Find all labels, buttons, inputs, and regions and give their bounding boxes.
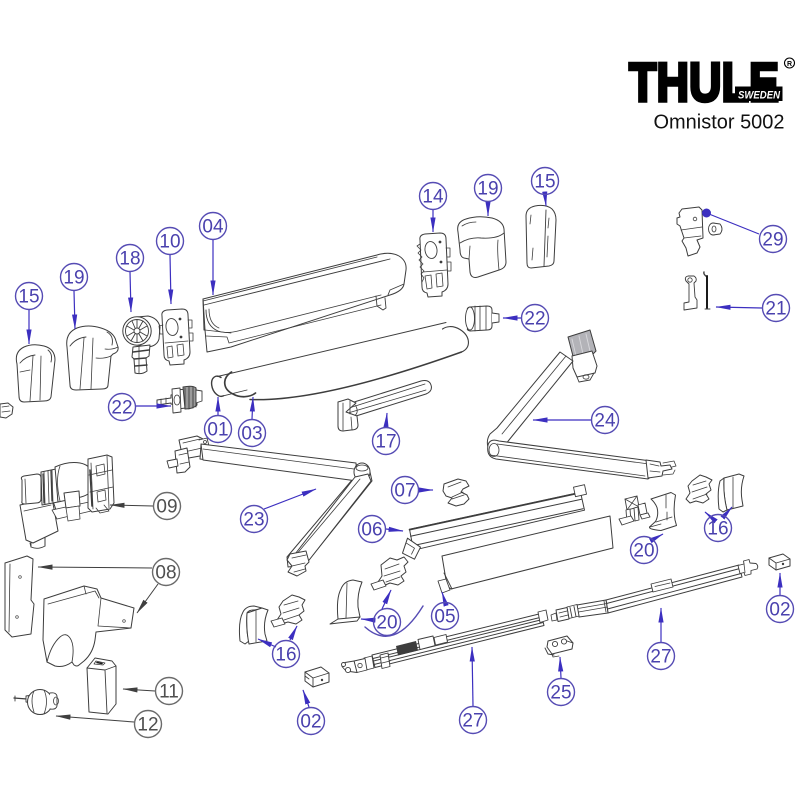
svg-text:R: R	[787, 61, 792, 68]
svg-text:19: 19	[477, 179, 498, 200]
svg-text:24: 24	[594, 411, 616, 432]
svg-text:09: 09	[156, 497, 177, 518]
svg-text:10: 10	[159, 232, 180, 253]
svg-text:11: 11	[159, 682, 179, 703]
svg-text:22: 22	[111, 398, 132, 419]
svg-text:17: 17	[375, 432, 396, 453]
svg-text:18: 18	[119, 249, 140, 270]
svg-text:01: 01	[207, 420, 228, 441]
svg-text:03: 03	[241, 424, 262, 445]
svg-text:02: 02	[769, 600, 790, 621]
svg-text:06: 06	[361, 520, 382, 541]
svg-text:05: 05	[434, 607, 455, 628]
svg-text:19: 19	[63, 268, 84, 289]
svg-text:23: 23	[243, 510, 264, 531]
svg-text:02: 02	[300, 712, 321, 733]
svg-text:04: 04	[202, 217, 224, 238]
svg-text:27: 27	[462, 711, 483, 732]
svg-text:22: 22	[524, 309, 545, 330]
svg-text:25: 25	[550, 683, 571, 704]
svg-text:16: 16	[707, 519, 728, 540]
svg-text:21: 21	[765, 299, 786, 320]
svg-text:20: 20	[376, 613, 397, 634]
svg-text:08: 08	[155, 563, 176, 584]
svg-text:27: 27	[650, 647, 671, 668]
svg-text:SWEDEN: SWEDEN	[738, 90, 781, 102]
svg-text:Omnistor 5002: Omnistor 5002	[654, 112, 785, 134]
svg-text:07: 07	[394, 481, 415, 502]
svg-text:20: 20	[633, 541, 654, 562]
svg-text:THULE: THULE	[629, 51, 779, 113]
svg-text:14: 14	[422, 187, 444, 208]
svg-text:15: 15	[18, 287, 39, 308]
svg-text:15: 15	[534, 172, 555, 193]
svg-text:16: 16	[275, 645, 296, 666]
svg-text:12: 12	[137, 715, 158, 736]
svg-text:29: 29	[762, 230, 783, 251]
